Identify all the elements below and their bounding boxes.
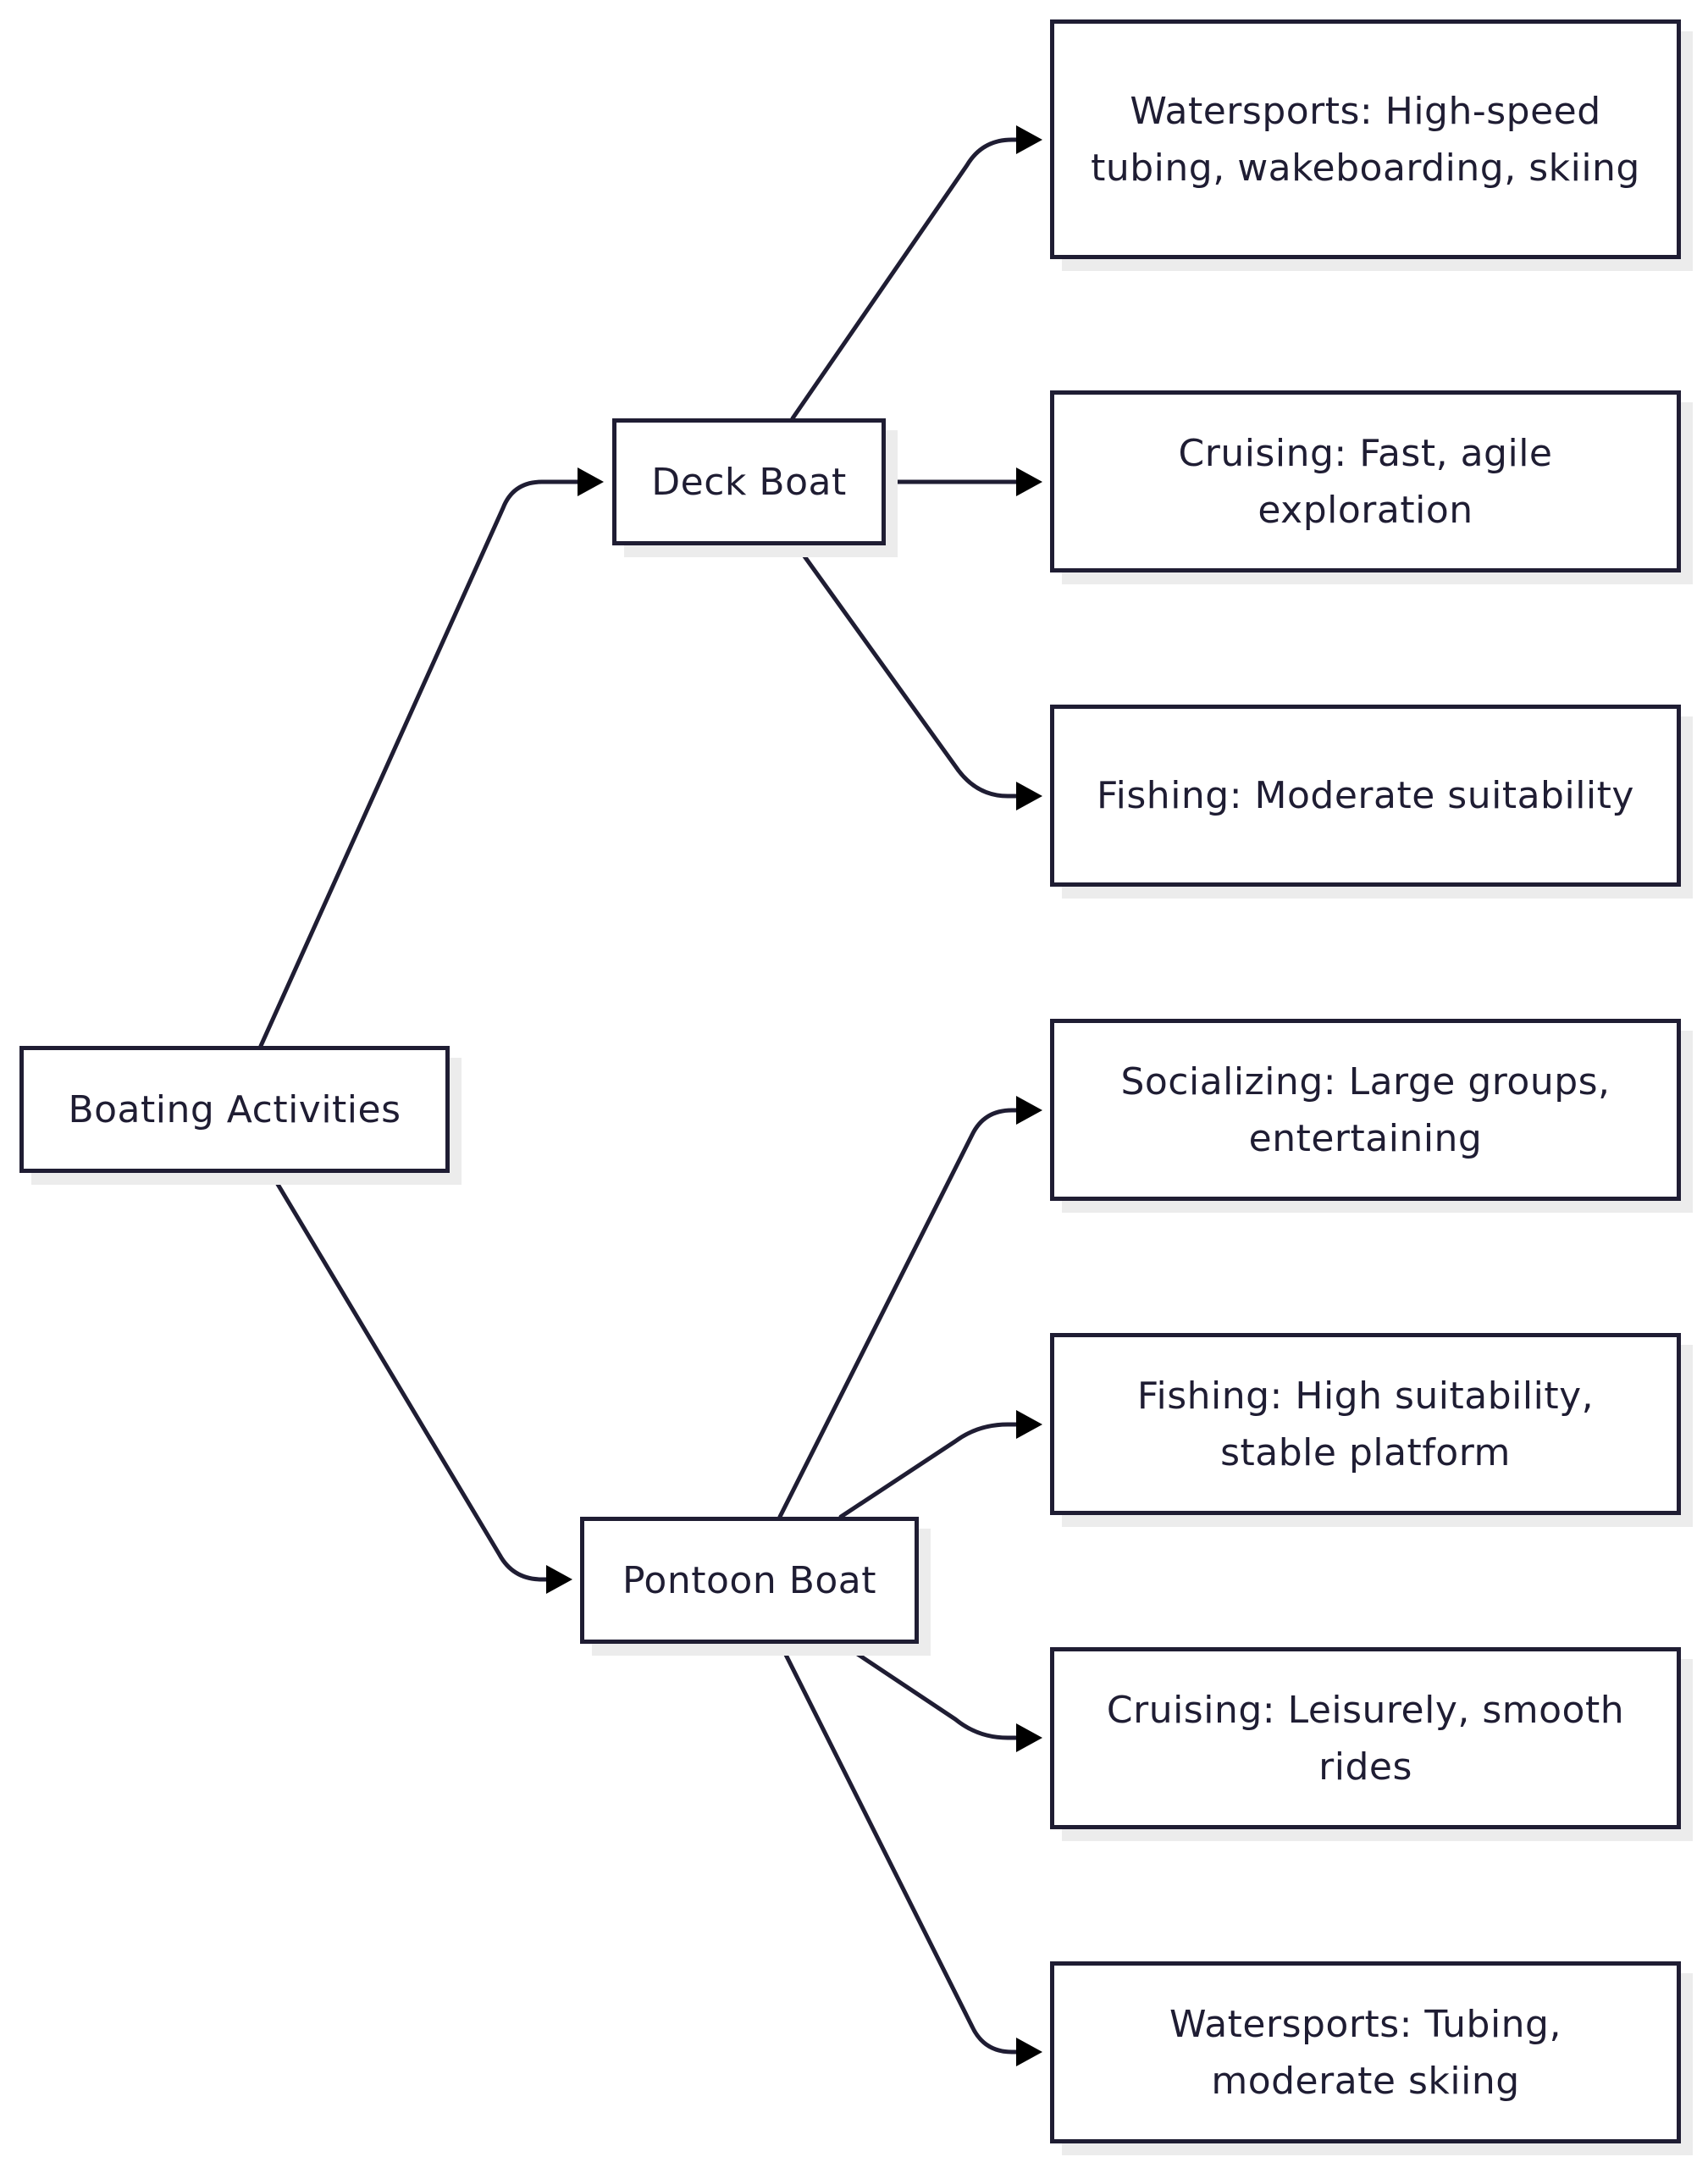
arrowhead-pontoon-boat bbox=[546, 1565, 572, 1594]
node-deck-watersports: Watersports: High-speed tubing, wakeboar… bbox=[1050, 19, 1681, 259]
edge-pontoon-boat-to-cruising bbox=[838, 1640, 1023, 1740]
arrowhead-deck-fishing bbox=[1016, 782, 1042, 810]
edge-root-to-deck-boat bbox=[258, 479, 587, 1048]
node-pontoon-fishing: Fishing: High suitability, stable platfo… bbox=[1050, 1333, 1681, 1515]
node-pontoon-cruising: Cruising: Leisurely, smooth rides bbox=[1050, 1647, 1681, 1829]
node-label: Boating Activities bbox=[68, 1087, 401, 1131]
node-label: Socializing: Large groups, entertaining bbox=[1120, 1059, 1611, 1160]
arrowhead-pontoon-socializing bbox=[1016, 1096, 1042, 1125]
node-pontoon-socializing: Socializing: Large groups, entertaining bbox=[1050, 1019, 1681, 1201]
node-pontoon-boat: Pontoon Boat bbox=[580, 1517, 919, 1644]
arrowhead-pontoon-fishing bbox=[1016, 1410, 1042, 1439]
edge-root-to-pontoon-boat bbox=[268, 1170, 555, 1582]
arrowhead-deck-boat bbox=[578, 467, 604, 496]
edge-deck-boat-to-fishing bbox=[793, 542, 1023, 799]
node-label: Watersports: High-speed tubing, wakeboar… bbox=[1091, 89, 1640, 190]
node-label: Watersports: Tubing, moderate skiing bbox=[1169, 2002, 1562, 2103]
edge-pontoon-boat-to-watersports bbox=[777, 1640, 1023, 2055]
node-label: Fishing: High suitability, stable platfo… bbox=[1136, 1374, 1595, 1474]
arrowhead-deck-watersports bbox=[1016, 125, 1042, 154]
node-label: Fishing: Moderate suitability bbox=[1097, 774, 1634, 817]
node-deck-fishing: Fishing: Moderate suitability bbox=[1050, 705, 1681, 887]
arrowhead-deck-cruising bbox=[1016, 467, 1042, 496]
node-deck-boat: Deck Boat bbox=[612, 418, 886, 545]
node-label: Cruising: Leisurely, smooth rides bbox=[1106, 1688, 1625, 1789]
arrowhead-pontoon-cruising bbox=[1016, 1723, 1042, 1752]
edge-deck-boat-to-watersports bbox=[790, 137, 1023, 421]
arrowhead-pontoon-watersports bbox=[1016, 2038, 1042, 2066]
edge-pontoon-boat-to-fishing bbox=[838, 1422, 1023, 1519]
node-label: Deck Boat bbox=[651, 460, 847, 504]
node-label: Pontoon Boat bbox=[622, 1558, 877, 1602]
node-pontoon-watersports: Watersports: Tubing, moderate skiing bbox=[1050, 1961, 1681, 2143]
node-label: Cruising: Fast, agile exploration bbox=[1178, 431, 1553, 532]
node-deck-cruising: Cruising: Fast, agile exploration bbox=[1050, 390, 1681, 572]
edge-pontoon-boat-to-socializing bbox=[777, 1108, 1023, 1519]
node-boating-activities: Boating Activities bbox=[19, 1046, 450, 1173]
